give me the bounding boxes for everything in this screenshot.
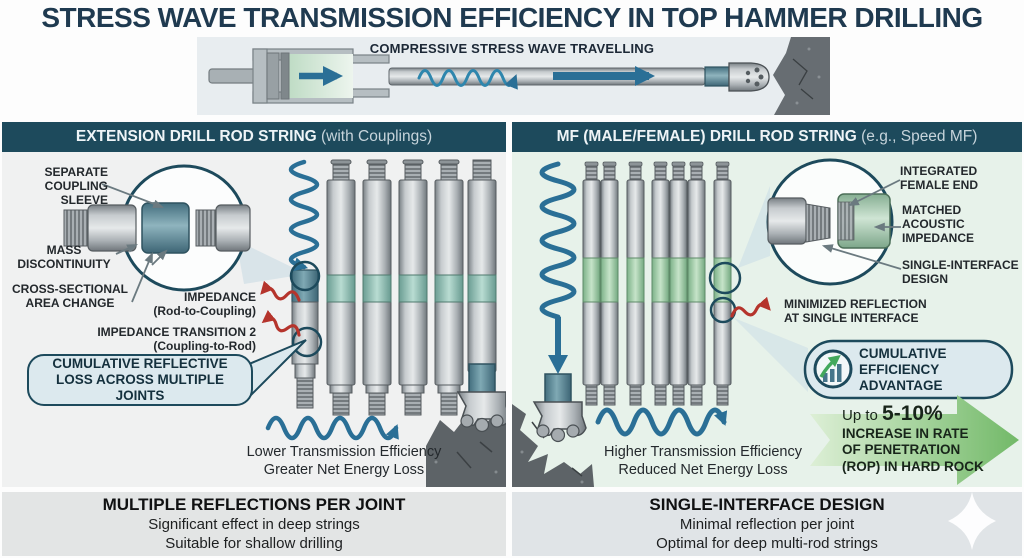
extension-rod-panel: SEPARATE COUPLING SLEEVE MASS DISCONTINU… <box>2 152 506 487</box>
incident-wave-icon <box>539 161 577 374</box>
right-panel-header: MF (MALE/FEMALE) DRILL ROD STRING (e.g.,… <box>512 122 1022 152</box>
coupling-sleeve-icon <box>141 202 190 254</box>
incident-wave-icon <box>288 159 320 272</box>
label-pointer-arrows <box>821 179 902 270</box>
magnifier-funnel <box>236 240 306 284</box>
mf-rod-illustration <box>512 158 1019 487</box>
right-panel-subtitle: (e.g., Speed MF) <box>856 128 978 145</box>
label-integrated-female-end: INTEGRATED FEMALE END <box>900 164 978 192</box>
cumulative-loss-text: CUMULATIVE REFLECTIVE LOSS ACROSS MULTIP… <box>52 355 228 404</box>
rod-string <box>291 159 497 416</box>
label-mass-discontinuity: MASS DISCONTINUITY <box>17 243 111 271</box>
label-minimized-reflection: MINIMIZED REFLECTION AT SINGLE INTERFACE <box>784 297 927 325</box>
hammer-rod-bit-illustration <box>208 37 830 115</box>
magnifier-funnel <box>738 186 770 268</box>
mf-rod-panel: INTEGRATED FEMALE END MATCHED ACOUSTIC I… <box>512 152 1022 487</box>
efficiency-chart-icon <box>813 349 853 389</box>
rod-string <box>582 161 732 406</box>
left-panel-header: EXTENSION DRILL ROD STRING (with Couplin… <box>2 122 506 152</box>
rop-detail: INCREASE IN RATE OF PENETRATION (ROP) IN… <box>842 426 984 474</box>
rock-face <box>773 37 830 115</box>
right-summary-footer: SINGLE-INTERFACE DESIGN Minimal reflecti… <box>512 492 1022 556</box>
hero-caption: COMPRESSIVE STRESS WAVE TRAVELLING <box>369 41 655 56</box>
joint-highlight-circle-1 <box>708 261 742 295</box>
label-separate-coupling-sleeve: SEPARATE COUPLING SLEEVE <box>44 165 108 207</box>
label-impedance-transition-2: IMPEDANCE TRANSITION 2 (Coupling-to-Rod) <box>97 325 256 353</box>
label-matched-acoustic-impedance: MATCHED ACOUSTIC IMPEDANCE <box>902 203 975 245</box>
rop-gain-arrow <box>810 395 1019 485</box>
coupling-magnifier-circle <box>63 164 251 292</box>
efficiency-advantage-pill <box>803 339 1014 400</box>
pill-funnel <box>734 318 808 392</box>
minimized-reflection-wave-icon <box>730 296 771 318</box>
drill-bit-icon <box>457 363 506 433</box>
right-panel-title: MF (MALE/FEMALE) DRILL ROD STRING <box>556 128 857 145</box>
left-outcome-text: Lower Transmission Efficiency Greater Ne… <box>246 444 442 479</box>
page-title: STRESS WAVE TRANSMISSION EFFICIENCY IN T… <box>41 2 983 33</box>
joint-highlight-circle-2 <box>291 326 323 358</box>
rop-prefix: Up to <box>842 407 883 424</box>
left-summary-footer: MULTIPLE REFLECTIONS PER JOINT Significa… <box>2 492 506 556</box>
left-panel-subtitle: (with Couplings) <box>316 128 433 145</box>
label-single-interface-design: SINGLE-INTERFACE DESIGN <box>902 258 1019 286</box>
extension-rod-illustration <box>27 159 506 487</box>
transmitted-wave-icon <box>595 407 728 437</box>
right-outcome-text: Higher Transmission Efficiency Reduced N… <box>604 444 802 479</box>
left-summary-heading: MULTIPLE REFLECTIONS PER JOINT <box>102 494 406 514</box>
label-pointer-arrows <box>101 183 168 303</box>
label-cross-sectional-area-change: CROSS-SECTIONAL AREA CHANGE <box>11 282 128 310</box>
reflection-wave-icon-1 <box>260 280 301 302</box>
rop-value: 5-10% <box>882 402 943 425</box>
rop-gain-text: Up to 5-10% INCREASE IN RATE OF PENETRAT… <box>842 402 1007 475</box>
cumulative-advantage-text: CUMULATIVE EFFICIENCY ADVANTAGE <box>859 346 947 393</box>
mf-joint-magnifier-circle <box>766 158 894 286</box>
cumulative-loss-bubble <box>27 339 307 406</box>
right-summary-heading: SINGLE-INTERFACE DESIGN <box>649 494 885 514</box>
drill-bit-icon <box>533 373 587 443</box>
left-panel-title: EXTENSION DRILL ROD STRING <box>75 128 317 145</box>
label-impedance-transition-1: IMPEDANCE (Rod-to-Coupling) <box>153 290 256 318</box>
right-summary-lines: Minimal reflection per joint Optimal for… <box>656 515 878 553</box>
transmitted-wave-icon <box>265 415 399 441</box>
rop-line: Up to 5-10% <box>842 402 1007 426</box>
left-summary-lines: Significant effect in deep strings Suita… <box>148 515 360 553</box>
reflection-wave-icon-2 <box>261 309 301 337</box>
sparkle-icon <box>948 492 996 550</box>
stress-wave-icon <box>299 66 655 90</box>
drill-bit-icon <box>728 62 770 92</box>
male-thread-icon <box>805 203 831 243</box>
joint-highlight-circle-1 <box>289 260 321 292</box>
hero-illustration: COMPRESSIVE STRESS WAVE TRAVELLING <box>197 37 830 115</box>
